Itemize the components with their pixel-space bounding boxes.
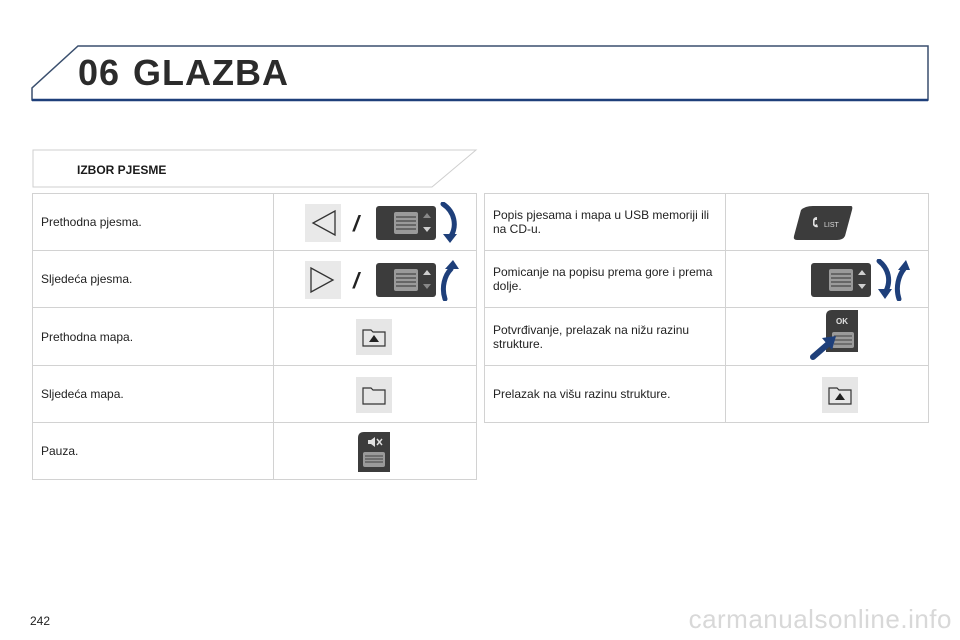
folder-up-icon [822, 377, 858, 413]
table-row: Prethodna mapa. [32, 307, 477, 366]
row-icons [273, 365, 477, 423]
row-label: Prelazak na višu razinu strukture. [484, 365, 726, 423]
previous-triangle-icon [305, 204, 341, 242]
scroll-wheel-down-icon [376, 263, 436, 297]
row-icons: LIST [725, 193, 929, 251]
chapter-number: 06 [78, 52, 121, 93]
table-row: Sljedeća mapa. [32, 365, 477, 423]
separator-slash: / [353, 268, 360, 293]
row-label: Prethodna mapa. [32, 307, 274, 366]
header-banner [31, 45, 929, 102]
row-label: Sljedeća pjesma. [32, 250, 274, 308]
scroll-wheel-icon [811, 263, 871, 297]
left-function-table: Prethodna pjesma. / Slje [32, 193, 477, 480]
press-arrow-icon [810, 336, 836, 360]
row-label: Prethodna pjesma. [32, 193, 274, 251]
table-row: Potvrđivanje, prelazak na nižu razinu st… [484, 307, 929, 366]
mute-wheel-button-icon [358, 432, 390, 472]
chapter-title: GLAZBA [133, 52, 289, 93]
watermark: carmanualsonline.info [688, 604, 952, 634]
section-title: IZBOR PJESME [77, 163, 167, 177]
next-triangle-icon [305, 261, 341, 299]
table-row: Sljedeća pjesma. / [32, 250, 477, 308]
table-row: Prelazak na višu razinu strukture. [484, 365, 929, 423]
rotate-up-arrow-icon [440, 260, 459, 301]
row-label: Sljedeća mapa. [32, 365, 274, 423]
list-button-icon: LIST [793, 206, 853, 240]
row-icons: OK [725, 307, 929, 366]
ok-button-text: OK [836, 317, 848, 326]
row-label: Potvrđivanje, prelazak na nižu razinu st… [484, 307, 726, 366]
right-function-table: Popis pjesama i mapa u USB memoriji ili … [484, 193, 929, 423]
table-row: Popis pjesama i mapa u USB memoriji ili … [484, 193, 929, 251]
table-row: Pauza. [32, 422, 477, 480]
row-icons [725, 250, 929, 308]
list-button-text: LIST [824, 222, 840, 229]
row-label: Pauza. [32, 422, 274, 480]
row-icons: / [273, 250, 477, 308]
section-banner [32, 149, 478, 188]
row-icons: / [273, 193, 477, 251]
row-icons [273, 422, 477, 480]
page-number: 242 [30, 614, 51, 628]
separator-slash: / [353, 211, 360, 236]
row-label: Pomicanje na popisu prema gore i prema d… [484, 250, 726, 308]
row-label: Popis pjesama i mapa u USB memoriji ili … [484, 193, 726, 251]
folder-up-icon [356, 319, 392, 355]
row-icons [725, 365, 929, 423]
folder-icon [356, 377, 392, 413]
scroll-wheel-up-icon [376, 206, 436, 240]
table-row: Pomicanje na popisu prema gore i prema d… [484, 250, 929, 308]
rotate-down-arrow-icon [440, 202, 457, 243]
table-row: Prethodna pjesma. / [32, 193, 477, 251]
row-icons [273, 307, 477, 366]
rotate-up-down-arrows-icon [876, 259, 910, 301]
